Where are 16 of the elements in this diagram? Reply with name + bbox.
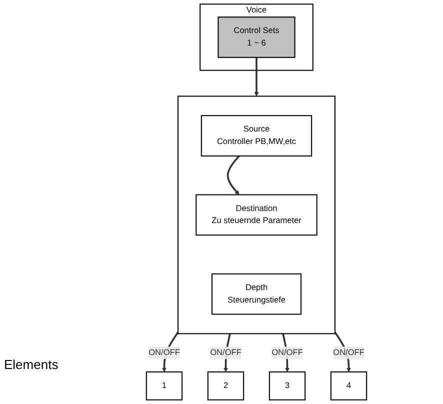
node-box: Source Controller PB,MW,etc [200,115,312,156]
node-box: 4 [330,371,368,400]
node-box: 3 [268,371,306,400]
node-box: Destination Zu steuernde Parameter [196,194,318,236]
arrow [254,57,259,96]
arrow [226,155,240,195]
edge-label: ON/OFF [333,348,364,357]
node-box: 2 [207,371,244,400]
node-box: Control Sets 1 ~ 6 [218,16,296,58]
node-box: Depth Steuerungstiefe [211,273,302,315]
edge-label: ON/OFF [272,348,303,357]
node-box: 1 [146,371,183,400]
edge-label: ON/OFF [148,348,180,357]
row-label: Elements [4,357,60,372]
cluster [178,96,336,334]
edge-label: ON/OFF [210,348,242,357]
